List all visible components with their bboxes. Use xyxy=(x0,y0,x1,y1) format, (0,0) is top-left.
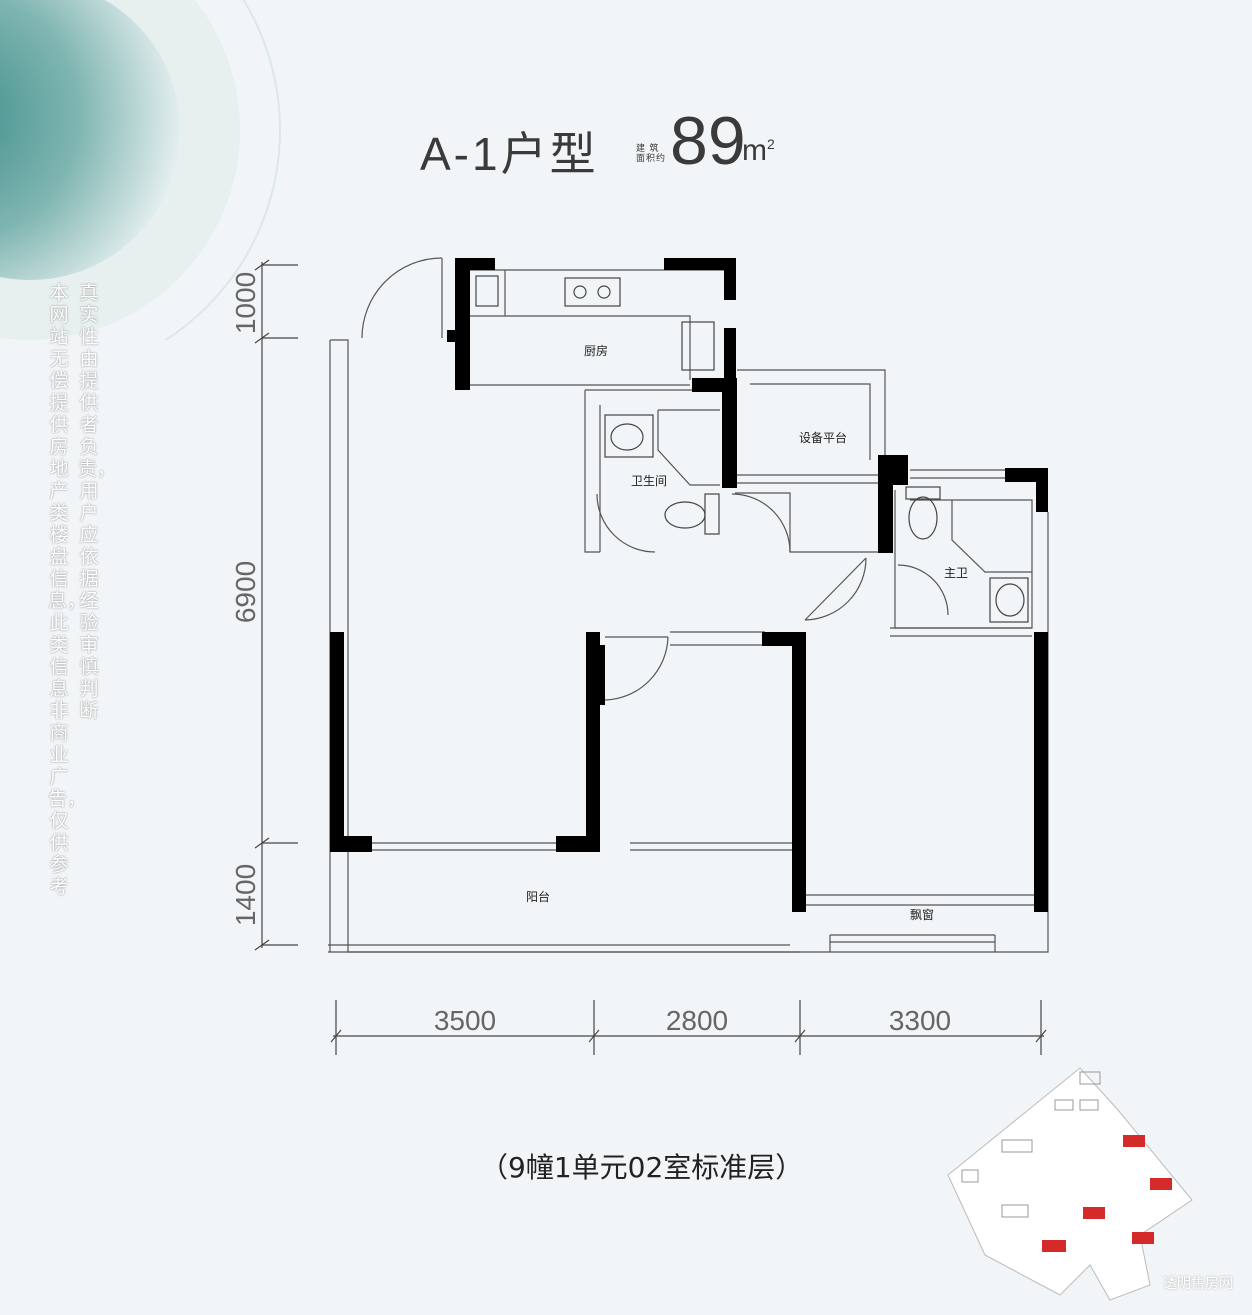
area-unit: m2 xyxy=(742,134,775,167)
building-marker xyxy=(1123,1135,1145,1147)
decorative-circle xyxy=(0,0,281,340)
room-label-master-bath: 主卫 xyxy=(944,566,968,580)
building-marker xyxy=(1150,1178,1172,1190)
room-label-equipment-platform: 设备平台 xyxy=(799,430,847,445)
building-marker xyxy=(1132,1232,1154,1244)
building-markers xyxy=(1042,1135,1172,1252)
dim-horizontal-3: 3300 xyxy=(889,1005,951,1036)
dim-horizontal-1: 3500 xyxy=(434,1005,496,1036)
dim-horizontal-2: 2800 xyxy=(666,1005,728,1036)
building-marker xyxy=(1083,1207,1105,1219)
dim-vertical-3: 1400 xyxy=(230,864,261,926)
room-label-balcony: 阳台 xyxy=(526,889,550,904)
building-marker-highlight xyxy=(1042,1240,1066,1252)
watermark: 透明售房网 xyxy=(1163,1276,1233,1292)
room-label-bay-window: 飘窗 xyxy=(910,908,934,922)
site-location-map xyxy=(947,1067,1193,1301)
room-label-kitchen: 厨房 xyxy=(584,343,608,358)
unit-type-label: A-1户型 xyxy=(420,128,599,180)
room-label-bathroom: 卫生间 xyxy=(631,474,667,488)
floor-plan: 厨房 卫生间 设备平台 主卫 阳台 飘窗 1000 6900 1400 3500… xyxy=(230,257,1049,1055)
dim-vertical-2: 6900 xyxy=(230,561,261,623)
area-caption: 建 筑 面积约 xyxy=(636,143,667,163)
area-value: 89 xyxy=(670,103,746,179)
dim-vertical-1: 1000 xyxy=(230,272,261,334)
unit-subtitle: （9幢1单元02室标准层） xyxy=(480,1151,804,1184)
